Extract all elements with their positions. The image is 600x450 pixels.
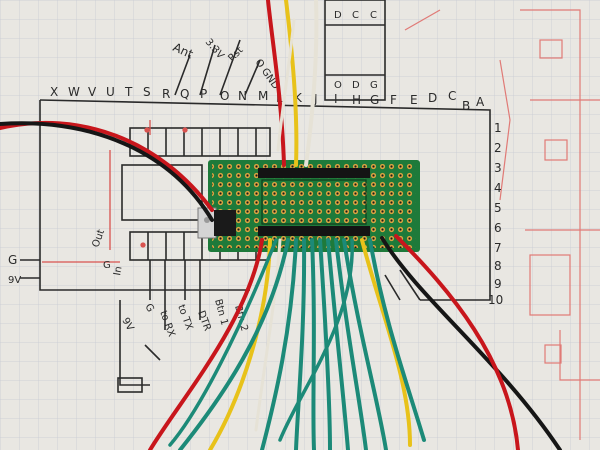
letter-e: E [410,93,418,107]
letter-a: A [476,95,485,109]
letter-k: K [294,91,303,105]
wire-green-1 [178,238,290,450]
header-bottom [258,226,370,236]
left-g: G [8,253,17,267]
letter-r: R [162,87,170,101]
letter-c: C [448,89,456,103]
letter-t: T [124,85,133,99]
wire-yellow-bottom-left [208,238,272,450]
wire-green-10 [368,238,426,442]
num-1: 1 [494,121,502,135]
num-5: 5 [494,201,502,215]
perfboard [208,160,420,252]
letter-v: V [88,85,97,99]
num-3: 3 [494,161,502,175]
wire-red-bottom-left [148,238,264,450]
letter-p: P [200,87,207,101]
letter-o: O [220,89,229,103]
wire-green-2 [260,238,298,450]
letter-x: X [50,85,58,99]
wire-green-11 [168,238,278,447]
wire-green-9 [278,238,354,442]
chip-letter-2: C [352,10,359,21]
wire-black-right [380,236,562,450]
red-schematic-traces [42,120,188,263]
wire-white-top [304,0,319,167]
num-9: 9 [494,277,502,291]
wire-green-6 [326,238,350,450]
wire-red-right [394,234,520,450]
num-8: 8 [494,259,502,273]
letter-s: S [143,85,151,99]
left-in: In [112,265,124,276]
chip-letter-4: O [334,80,342,91]
letter-w: W [68,85,80,99]
wire-black-left [0,121,214,222]
module-outline [261,179,367,225]
wire-green-3 [294,238,307,450]
wire-yellow-top [284,0,299,167]
letter-d: D [428,91,437,105]
num-10: 10 [488,293,503,307]
wire-green-5 [318,238,332,450]
letter-g: G [370,93,379,107]
letter-i: I [334,92,338,106]
num-7: 7 [494,241,502,255]
wire-white-top2 [276,18,296,152]
wire-white-bottom [254,238,282,432]
red-sketch-right [404,9,600,440]
chip-box-letters: D C C O D G [334,10,378,91]
chip-letter-1: D [334,10,342,21]
chip-letter-5: D [352,80,360,91]
letter-n: N [238,89,247,103]
letter-u: U [106,85,115,99]
wire-red-top [266,0,286,167]
left-g2: G [103,260,111,271]
top-letter-row: X W V U T S R Q P O N M L K J I H G F E … [50,85,485,113]
right-number-column: 1 2 3 4 5 6 7 8 9 10 [488,121,503,307]
left-9v: 9V [8,275,21,286]
wires [0,0,562,450]
letter-q: Q [180,87,189,101]
wire-green-7 [334,238,368,450]
chip-letter-6: G [370,80,378,91]
letter-f: F [390,93,397,107]
wire-green-4 [310,238,316,450]
letter-j: J [313,92,318,106]
num-6: 6 [494,221,502,235]
letter-h: H [352,93,361,107]
chip-letter-3: C [370,10,377,21]
letter-m: M [258,89,268,103]
num-2: 2 [494,141,502,155]
num-4: 4 [494,181,502,195]
voltage-regulator [197,207,236,239]
letter-b: B [462,99,470,113]
header-top [258,168,370,178]
